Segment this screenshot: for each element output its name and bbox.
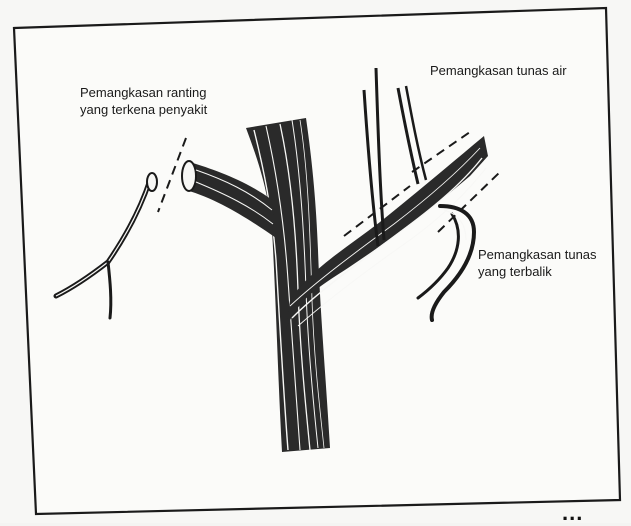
footer-text-fragment: ... — [562, 500, 583, 526]
label-inverted-line2: yang terbalik — [478, 263, 597, 280]
label-diseased-branch: Pemangkasan ranting yang terkena penyaki… — [80, 84, 207, 118]
label-water-shoot-text: Pemangkasan tunas air — [430, 62, 567, 79]
label-diseased-line1: Pemangkasan ranting — [80, 84, 207, 101]
label-water-shoot: Pemangkasan tunas air — [430, 62, 567, 79]
label-inverted-line1: Pemangkasan tunas — [478, 246, 597, 263]
label-diseased-line2: yang terkena penyakit — [80, 101, 207, 118]
label-inverted-shoot: Pemangkasan tunas yang terbalik — [478, 246, 597, 280]
